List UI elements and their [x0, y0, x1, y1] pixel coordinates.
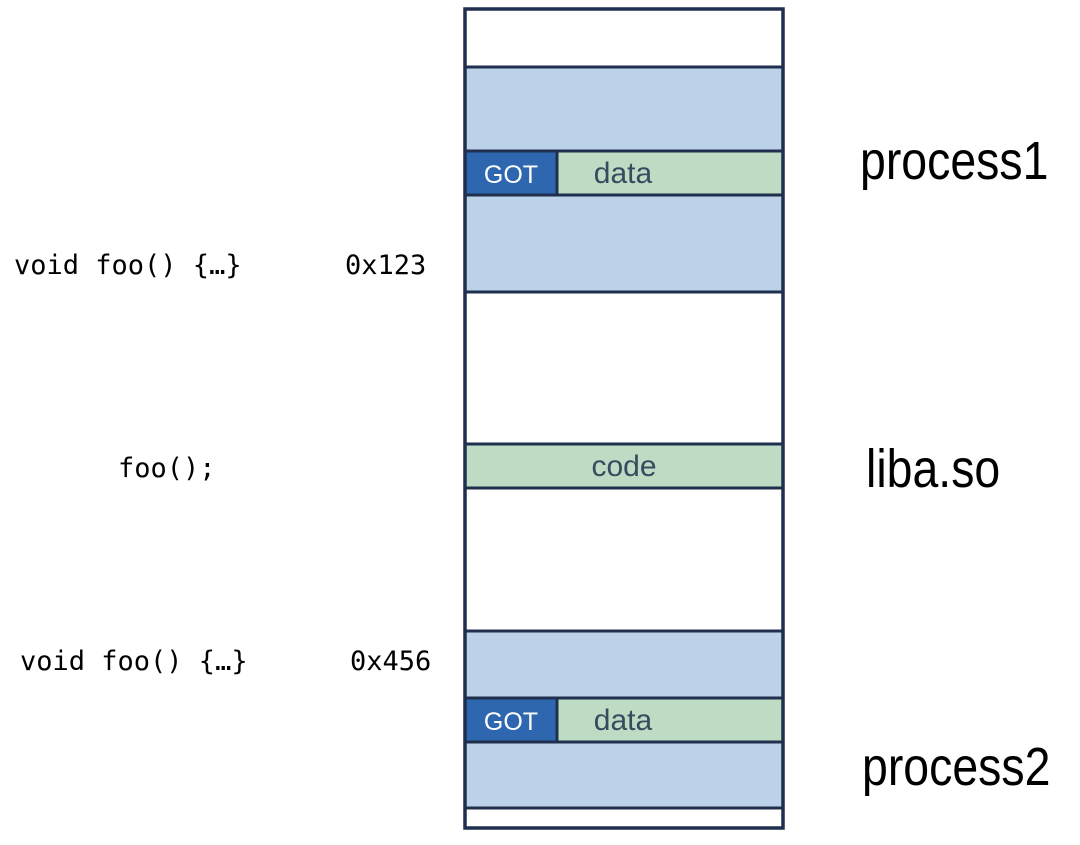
library-code-cell [465, 444, 783, 488]
process1-function-address: 0x123 [345, 250, 427, 281]
process2-got-cell [465, 698, 557, 742]
process1-function-definition: void foo() {…} [14, 250, 242, 281]
library-label: liba.so [866, 439, 1001, 499]
process2-data-cell [557, 698, 783, 742]
process2-label: process2 [862, 737, 1051, 797]
library-code-label: code [591, 450, 656, 483]
process1-got-cell [465, 151, 557, 195]
process2-got-label: GOT [484, 708, 538, 736]
process2-function-definition: void foo() {…} [20, 646, 248, 677]
memory-frame [463, 7, 785, 830]
process1-label: process1 [860, 131, 1049, 191]
function-call: foo(); [118, 453, 216, 484]
process1-data-label: data [594, 157, 653, 190]
process1-got-label: GOT [484, 161, 538, 189]
process2-function-address: 0x456 [350, 646, 432, 677]
process2-data-label: data [594, 704, 653, 737]
process1-data-cell [557, 151, 783, 195]
